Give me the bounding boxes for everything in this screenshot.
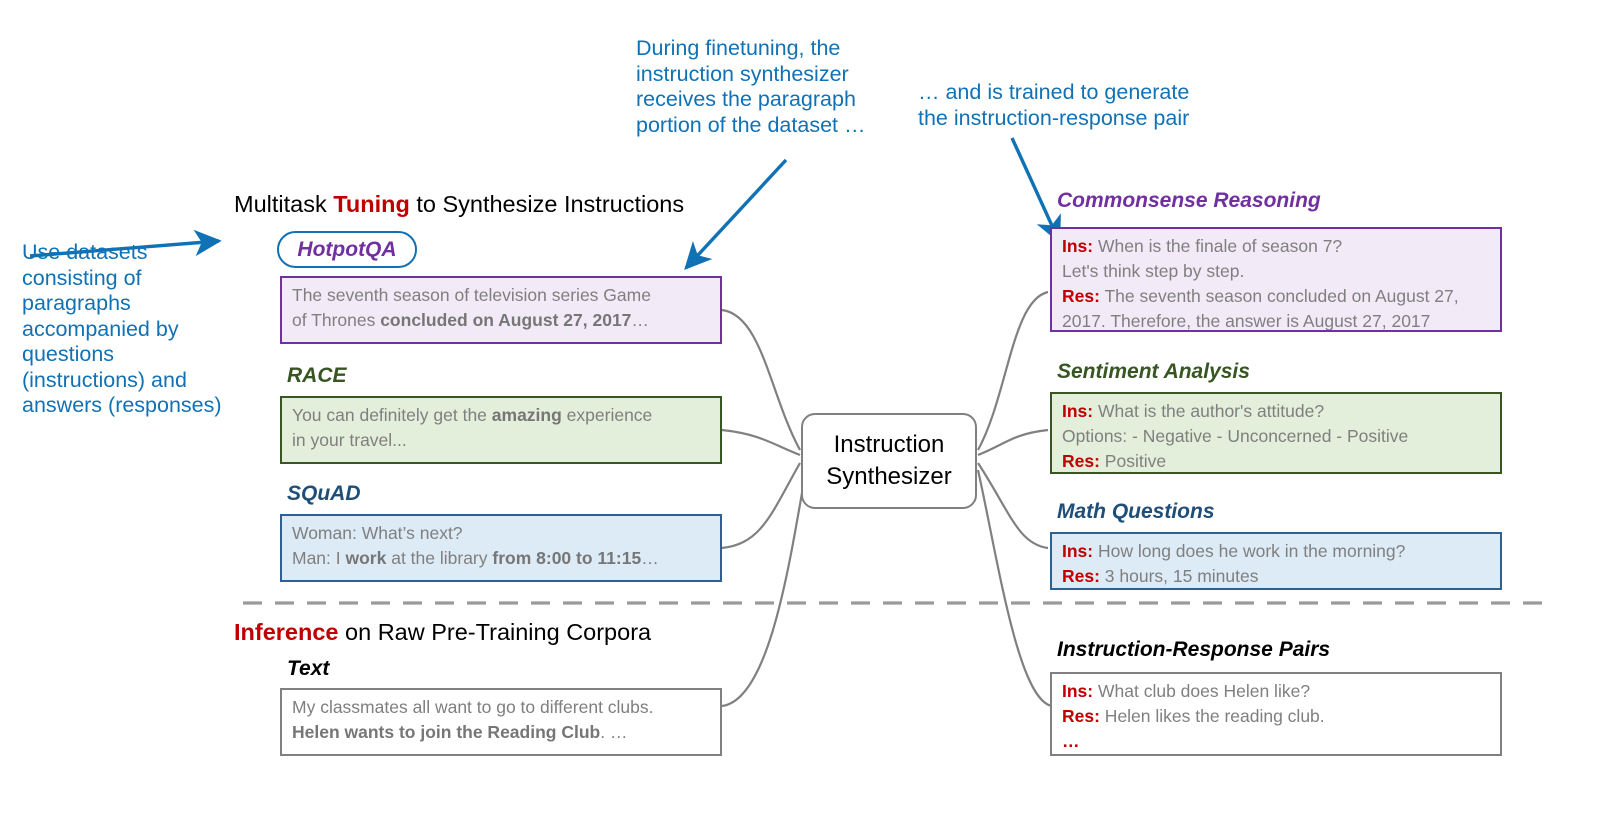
output-box-line: Res: Positive [1062, 449, 1491, 472]
output-box-line: Ins: What club does Helen like? [1062, 679, 1491, 704]
tuning-suffix: to Synthesize Instructions [409, 191, 685, 217]
line-text: Woman: What’s next? [292, 523, 463, 543]
output-box-line: Ins: When is the finale of season 7? [1062, 234, 1491, 259]
output-box-commonsense-reasoning[interactable]: Ins: When is the finale of season 7? Let… [1050, 227, 1502, 332]
line-label: Ins: [1062, 236, 1094, 256]
arrow-top-right-annotation [1010, 137, 1061, 244]
output-box-line: Options: - Negative - Unconcerned - Posi… [1062, 424, 1491, 449]
line-text: … [1062, 731, 1080, 751]
input-box-race[interactable]: You can definitely get the amazing exper… [280, 396, 722, 464]
input-box-squad[interactable]: Woman: What’s next? Man: I work at the l… [280, 514, 722, 582]
line-text: Ins: What is the author's attitude? [1062, 401, 1325, 421]
instruction-synthesizer-node[interactable]: Instruction Synthesizer [801, 413, 977, 509]
line-text: in your travel... [292, 430, 407, 450]
input-box-line: in your travel... [292, 428, 711, 453]
input-box-line: of Thrones concluded on August 27, 2017… [292, 308, 711, 333]
instruction-synthesizer-label: Instruction Synthesizer [826, 431, 952, 490]
annotation-left: Use datasets consisting of paragraphs ac… [22, 240, 222, 417]
annotation-top-middle: During finetuning, the instruction synth… [636, 36, 866, 137]
output-box-instruction-response-pairs[interactable]: Ins: What club does Helen like? Res: Hel… [1050, 672, 1502, 756]
output-box-math-questions[interactable]: Ins: How long does he work in the mornin… [1050, 532, 1502, 590]
output-box-line: Res: Helen likes the reading club. [1062, 704, 1491, 729]
line-text: of Thrones concluded on August 27, 2017… [292, 310, 649, 330]
input-box-text[interactable]: My classmates all want to go to differen… [280, 688, 722, 756]
line-text: Res: The seventh season concluded on Aug… [1062, 286, 1459, 306]
line-text: The seventh season of television series … [292, 285, 651, 305]
input-box-line: The seventh season of television series … [292, 283, 711, 308]
output-connectors [976, 290, 1053, 708]
inference-suffix: on Raw Pre-Training Corpora [338, 619, 652, 645]
line-text: Ins: What club does Helen like? [1062, 681, 1311, 701]
line-text: Let's think step by step. [1062, 261, 1245, 281]
output-box-line: Res: The seventh season concluded on Aug… [1062, 284, 1491, 309]
line-text: You can definitely get the amazing exper… [292, 405, 653, 425]
input-box-line: Man: I work at the library from 8:00 to … [292, 546, 711, 571]
dataset-label-squad: SQuAD [287, 482, 361, 505]
output-box-line: Ins: How long does he work in the mornin… [1062, 539, 1491, 564]
dataset-label-text: Text [287, 657, 330, 680]
arrow-top-middle-annotation [684, 158, 788, 270]
line-text: Res: Positive [1062, 451, 1167, 471]
output-box-line: Res: 3 hours, 15 minutes [1062, 564, 1491, 588]
tuning-prefix: Multitask [234, 191, 334, 217]
dataset-label-race: RACE [287, 364, 347, 387]
dataset-pill-hotpotqa[interactable]: HotpotQA [277, 231, 417, 268]
line-text: Ins: How long does he work in the mornin… [1062, 541, 1406, 561]
section-title-inference: Inference on Raw Pre-Training Corpora [234, 619, 651, 646]
line-text: Options: - Negative - Unconcerned - Posi… [1062, 426, 1409, 446]
line-text: 2017. Therefore, the answer is August 27… [1062, 311, 1431, 331]
line-text: My classmates all want to go to differen… [292, 697, 654, 717]
output-box-line: 2017. Therefore, the answer is August 27… [1062, 309, 1491, 331]
line-label: Ins: [1062, 541, 1094, 561]
input-box-line: You can definitely get the amazing exper… [292, 403, 711, 428]
line-label: … [1062, 731, 1080, 751]
annotation-top-right: … and is trained to generate the instruc… [918, 80, 1190, 130]
line-label: Res: [1062, 286, 1100, 306]
line-label: Ins: [1062, 401, 1094, 421]
input-box-hotpotqa[interactable]: The seventh season of television series … [280, 276, 722, 344]
input-box-line: My classmates all want to go to differen… [292, 695, 711, 720]
line-text: Man: I work at the library from 8:00 to … [292, 548, 659, 568]
input-box-line: Helen wants to join the Reading Club. … [292, 720, 711, 745]
input-box-line: Woman: What’s next? [292, 521, 711, 546]
line-text: Res: Helen likes the reading club. [1062, 706, 1325, 726]
line-label: Res: [1062, 706, 1100, 726]
line-text: Ins: When is the finale of season 7? [1062, 236, 1343, 256]
task-label-instruction-response-pairs: Instruction-Response Pairs [1057, 638, 1331, 661]
task-label-math-questions: Math Questions [1057, 500, 1215, 523]
line-label: Res: [1062, 451, 1100, 471]
line-label: Res: [1062, 566, 1100, 586]
task-label-sentiment-analysis: Sentiment Analysis [1057, 360, 1250, 383]
output-box-sentiment-analysis[interactable]: Ins: What is the author's attitude? Opti… [1050, 392, 1502, 474]
dataset-label-hotpotqa: HotpotQA [297, 237, 397, 261]
tuning-highlight: Tuning [333, 191, 410, 217]
line-text: Res: 3 hours, 15 minutes [1062, 566, 1259, 586]
output-box-line: Ins: What is the author's attitude? [1062, 399, 1491, 424]
line-label: Ins: [1062, 681, 1094, 701]
section-title-tuning: Multitask Tuning to Synthesize Instructi… [234, 191, 684, 218]
task-label-commonsense-reasoning: Commonsense Reasoning [1057, 189, 1321, 212]
output-box-line: Let's think step by step. [1062, 259, 1491, 284]
output-box-line: … [1062, 729, 1491, 754]
inference-highlight: Inference [234, 619, 339, 645]
line-text: Helen wants to join the Reading Club. … [292, 722, 628, 742]
input-connectors [721, 308, 808, 708]
